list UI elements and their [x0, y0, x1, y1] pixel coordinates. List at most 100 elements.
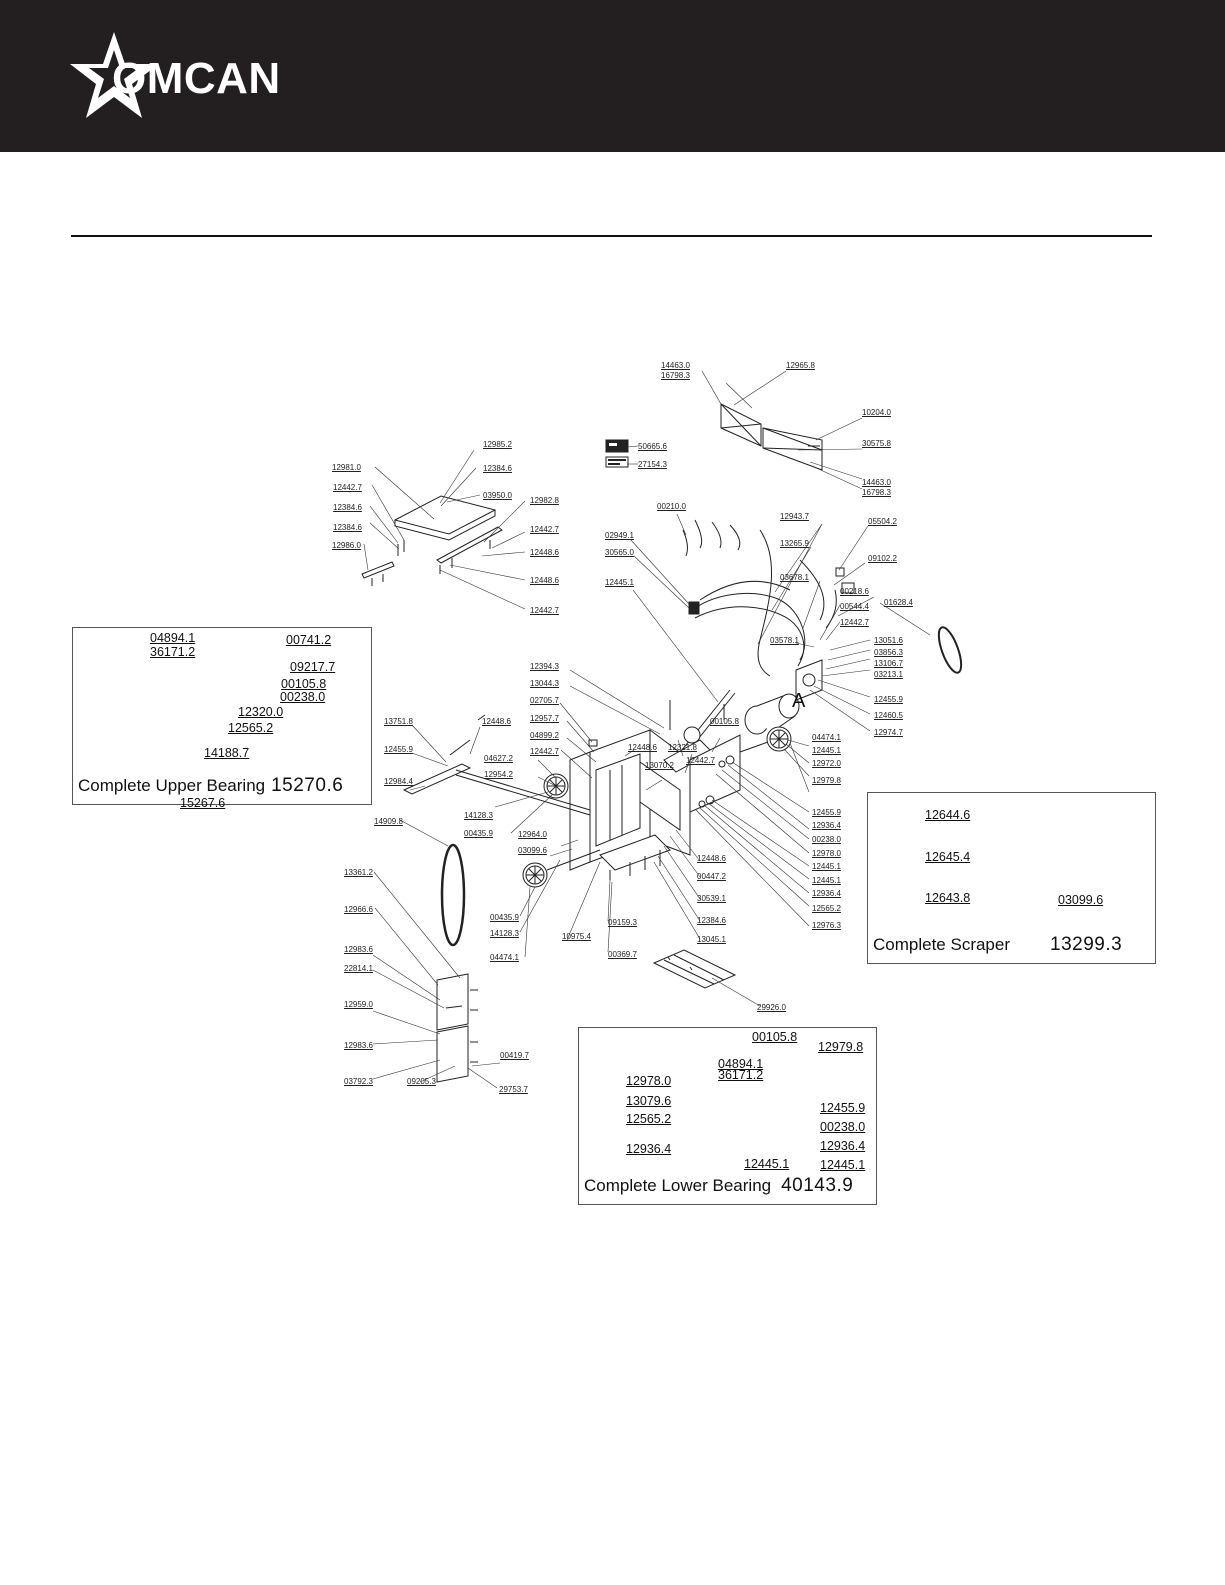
- inset-title: Complete Upper Bearing: [78, 776, 266, 795]
- part-number-label: 00210.0: [657, 502, 686, 511]
- part-number-label: 13265.9: [780, 539, 809, 548]
- part-number-label: 12972.0: [812, 759, 841, 768]
- leader-lines: [363, 370, 931, 1089]
- part-number-label: 16798.3: [862, 488, 891, 497]
- part-number-label: 16798.3: [661, 371, 690, 380]
- part-number-label: 12936.4: [626, 1142, 672, 1156]
- part-number-label: 12455.9: [874, 695, 903, 704]
- part-number-label: 12976.3: [812, 921, 841, 930]
- part-number-label: 04899.2: [530, 731, 559, 740]
- part-number-label: 12643.8: [925, 891, 971, 905]
- part-number-label: 12943.7: [780, 512, 809, 521]
- part-number-label: 12394.3: [530, 662, 559, 671]
- title-rule: [71, 235, 1152, 237]
- motor-view-label: A: [792, 690, 806, 712]
- part-number-label: 04894.1: [150, 631, 196, 645]
- part-number-label: 12978.0: [812, 849, 841, 858]
- part-number-label: 12965.8: [786, 361, 815, 370]
- header-bar: OMCAN: [0, 0, 1225, 152]
- inset-part-number: 40143.9: [781, 1175, 854, 1196]
- stickers: [605, 439, 629, 468]
- part-number-label: 14463.0: [862, 478, 891, 487]
- part-number-label: 03792.3: [344, 1077, 373, 1086]
- part-number-label: 04627.2: [484, 754, 513, 763]
- part-number-label: 12384.6: [333, 523, 362, 532]
- omcan-logo: OMCAN: [70, 30, 320, 122]
- part-number-label: 00741.2: [286, 633, 332, 647]
- part-number-label: 14909.8: [374, 817, 403, 826]
- part-number-label: 09205.3: [407, 1077, 436, 1086]
- part-number-label: 36171.2: [150, 645, 196, 659]
- top-table: [361, 495, 503, 586]
- part-number-label: 13070.2: [645, 761, 674, 770]
- part-number-label: 12448.6: [482, 717, 511, 726]
- star-icon: [70, 32, 159, 118]
- part-number-label: 12565.2: [626, 1112, 672, 1126]
- part-number-label: 09159.3: [608, 918, 637, 927]
- part-number-label: 12954.2: [484, 770, 513, 779]
- long-belt: [440, 843, 466, 947]
- part-number-label: 14188.7: [204, 746, 250, 760]
- part-number-label: 30539.1: [697, 894, 726, 903]
- part-number-label: 22814.1: [344, 964, 373, 973]
- part-number-label: 12445.1: [744, 1157, 790, 1171]
- left-guard-panels: [436, 973, 478, 1083]
- part-number-label: 12442.7: [530, 606, 559, 615]
- part-number-label: 12986.0: [332, 541, 361, 550]
- part-number-label: 12565.2: [228, 721, 274, 735]
- part-number-label: 12384.6: [483, 464, 512, 473]
- part-number-label: 12966.6: [344, 905, 373, 914]
- part-number-label: 12442.7: [686, 756, 715, 765]
- part-number-label: 30565.0: [605, 548, 634, 557]
- part-number-label: 00238.0: [820, 1120, 866, 1134]
- part-number-label: 04474.1: [490, 953, 519, 962]
- part-number-label: 14463.0: [661, 361, 690, 370]
- part-number-label: 10975.4: [562, 932, 591, 941]
- brand-name: OMCAN: [112, 54, 281, 103]
- part-number-label: 12448.6: [628, 743, 657, 752]
- part-number-label: 15267.6: [180, 796, 226, 810]
- part-number-label: 09102.2: [868, 554, 897, 563]
- part-number-label: 00105.8: [281, 677, 327, 691]
- part-number-label: 12985.2: [483, 440, 512, 449]
- part-number-label: 12320.0: [238, 705, 284, 719]
- part-number-label: 12442.7: [333, 483, 362, 492]
- part-number-label: 12384.6: [333, 503, 362, 512]
- part-number-label: 12964.0: [518, 830, 547, 839]
- part-number-label: 12448.6: [697, 854, 726, 863]
- part-number-label: 00419.7: [500, 1051, 529, 1060]
- part-number-label: 27154.3: [638, 460, 667, 469]
- part-number-label: 13045.1: [697, 935, 726, 944]
- part-number-label: 03950.0: [483, 491, 512, 500]
- part-number-label: 13051.6: [874, 636, 903, 645]
- part-number-label: 12982.8: [530, 496, 559, 505]
- part-number-label: 02705.7: [530, 696, 559, 705]
- part-number-label: 12978.0: [626, 1074, 672, 1088]
- part-number-label: 12957.7: [530, 714, 559, 723]
- part-number-label: 36171.2: [718, 1068, 764, 1082]
- part-number-label: 50665.6: [638, 442, 667, 451]
- part-number-label: 04894.1: [718, 1057, 764, 1071]
- part-number-label: 00218.6: [840, 587, 869, 596]
- part-number-label: 12936.4: [820, 1139, 866, 1153]
- part-number-label: 02949.1: [605, 531, 634, 540]
- part-number-label: 00105.8: [710, 717, 739, 726]
- part-number-label: 29753.7: [499, 1085, 528, 1094]
- part-number-label: 12321.8: [668, 743, 697, 752]
- part-number-label: 13106.7: [874, 659, 903, 668]
- part-number-label: 03213.1: [874, 670, 903, 679]
- part-number-label: 00435.9: [490, 913, 519, 922]
- part-number-label: 13044.3: [530, 679, 559, 688]
- part-number-label: 12455.9: [384, 745, 413, 754]
- part-number-label: 12384.6: [697, 916, 726, 925]
- part-number-label: 14128.3: [464, 811, 493, 820]
- top-guard-panels: [720, 403, 823, 471]
- part-number-label: 12984.4: [384, 777, 413, 786]
- part-number-label: 12445.1: [605, 578, 634, 587]
- part-number-label: 12645.4: [925, 850, 971, 864]
- part-number-label: 29926.0: [757, 1003, 786, 1012]
